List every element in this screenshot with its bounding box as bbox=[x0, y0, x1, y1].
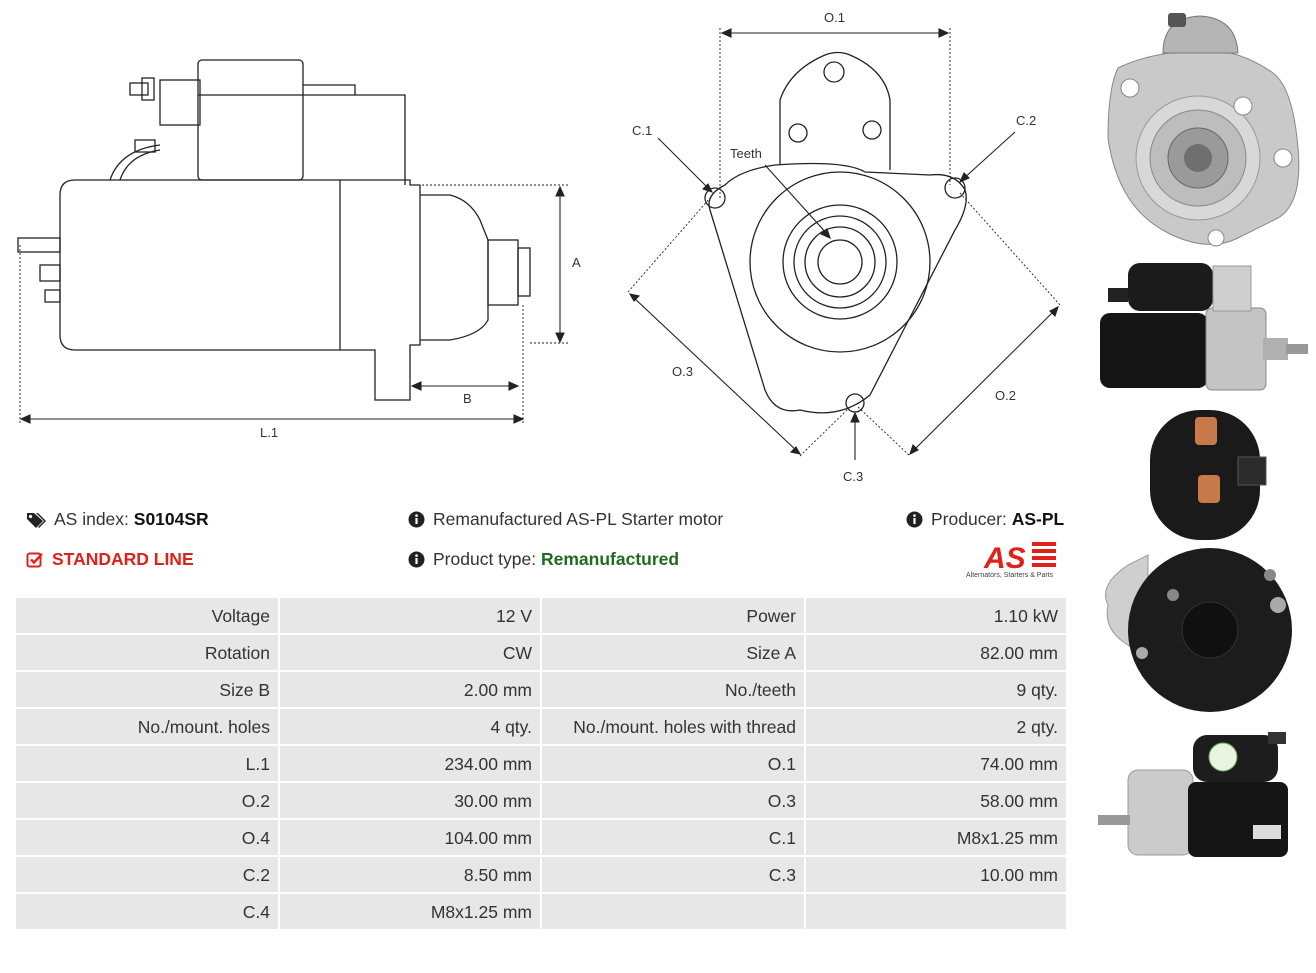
info-circle-icon bbox=[408, 551, 425, 568]
standard-line-label: STANDARD LINE bbox=[52, 549, 194, 569]
product-type-value: Remanufactured bbox=[541, 549, 680, 569]
label-c1: C.1 bbox=[632, 123, 652, 138]
label-o2: O.2 bbox=[995, 388, 1016, 403]
spec-label: No./mount. holes with thread bbox=[542, 709, 804, 744]
spec-value: 12 V bbox=[280, 598, 540, 633]
spec-label: C.2 bbox=[16, 857, 278, 892]
spec-value: 9 qty. bbox=[806, 672, 1066, 707]
label-b: B bbox=[463, 391, 472, 406]
as-pl-logo: AS bbox=[983, 542, 1056, 575]
as-index: AS index: S0104SR bbox=[26, 509, 209, 530]
spec-label: O.3 bbox=[542, 783, 804, 818]
spec-value: 2.00 mm bbox=[280, 672, 540, 707]
spec-label: Voltage bbox=[16, 598, 278, 633]
spec-value: M8x1.25 mm bbox=[280, 894, 540, 929]
spec-value: 10.00 mm bbox=[806, 857, 1066, 892]
spec-value: M8x1.25 mm bbox=[806, 820, 1066, 855]
description-text: Remanufactured AS-PL Starter motor bbox=[433, 509, 724, 529]
spec-label: Power bbox=[542, 598, 804, 633]
label-teeth: Teeth bbox=[730, 146, 762, 161]
svg-text:AS: AS bbox=[983, 542, 1026, 575]
producer-label: Producer: bbox=[931, 509, 1007, 529]
side-view-drawing: A B L.1 bbox=[17, 59, 581, 440]
spec-value: 8.50 mm bbox=[280, 857, 540, 892]
spec-label: O.2 bbox=[16, 783, 278, 818]
spec-label: Size A bbox=[542, 635, 804, 670]
label-o3: O.3 bbox=[672, 364, 693, 379]
spec-label: C.3 bbox=[542, 857, 804, 892]
spec-label: O.4 bbox=[16, 820, 278, 855]
spec-label: C.1 bbox=[542, 820, 804, 855]
product-type-label: Product type: bbox=[433, 549, 537, 569]
producer: Producer: AS-PL bbox=[906, 509, 1064, 530]
producer-value: AS-PL bbox=[1011, 509, 1065, 529]
as-index-label: AS index: bbox=[54, 509, 129, 529]
spec-value: 58.00 mm bbox=[806, 783, 1066, 818]
label-l1: L.1 bbox=[260, 425, 278, 440]
spec-label: Size B bbox=[16, 672, 278, 707]
spec-value: 4 qty. bbox=[280, 709, 540, 744]
product-photo-side bbox=[1100, 263, 1308, 391]
product-photo-side-alt bbox=[1098, 732, 1288, 857]
spec-label: No./mount. holes bbox=[16, 709, 278, 744]
tags-icon bbox=[26, 511, 46, 529]
standard-line-badge: STANDARD LINE bbox=[26, 549, 194, 570]
spec-value: 2 qty. bbox=[806, 709, 1066, 744]
spec-value: 74.00 mm bbox=[806, 746, 1066, 781]
spec-value: 234.00 mm bbox=[280, 746, 540, 781]
label-c2: C.2 bbox=[1016, 113, 1036, 128]
product-description: Remanufactured AS-PL Starter motor bbox=[408, 509, 723, 530]
spec-label: No./teeth bbox=[542, 672, 804, 707]
spec-value: 82.00 mm bbox=[806, 635, 1066, 670]
logo-tagline: Alternators, Starters & Parts bbox=[966, 572, 1054, 579]
check-square-icon bbox=[26, 551, 44, 569]
info-circle-icon bbox=[906, 511, 923, 528]
front-view-drawing: O.1 C.1 C.2 Teeth O.3 O.2 C.3 bbox=[627, 10, 1061, 484]
product-photo-rear bbox=[1105, 410, 1292, 712]
as-index-value: S0104SR bbox=[133, 509, 209, 529]
label-c3: C.3 bbox=[843, 469, 863, 484]
spec-value: 104.00 mm bbox=[280, 820, 540, 855]
spec-label: L.1 bbox=[16, 746, 278, 781]
spec-label: C.4 bbox=[16, 894, 278, 929]
spec-label: O.1 bbox=[542, 746, 804, 781]
label-o1: O.1 bbox=[824, 10, 845, 25]
spec-value: 30.00 mm bbox=[280, 783, 540, 818]
info-circle-icon bbox=[408, 511, 425, 528]
spec-value: CW bbox=[280, 635, 540, 670]
product-type: Product type: Remanufactured bbox=[408, 549, 679, 570]
spec-label: Rotation bbox=[16, 635, 278, 670]
spec-label bbox=[542, 894, 804, 929]
spec-value: 1.10 kW bbox=[806, 598, 1066, 633]
product-photo-front bbox=[1107, 13, 1300, 247]
spec-value bbox=[806, 894, 1066, 929]
label-a: A bbox=[572, 255, 581, 270]
